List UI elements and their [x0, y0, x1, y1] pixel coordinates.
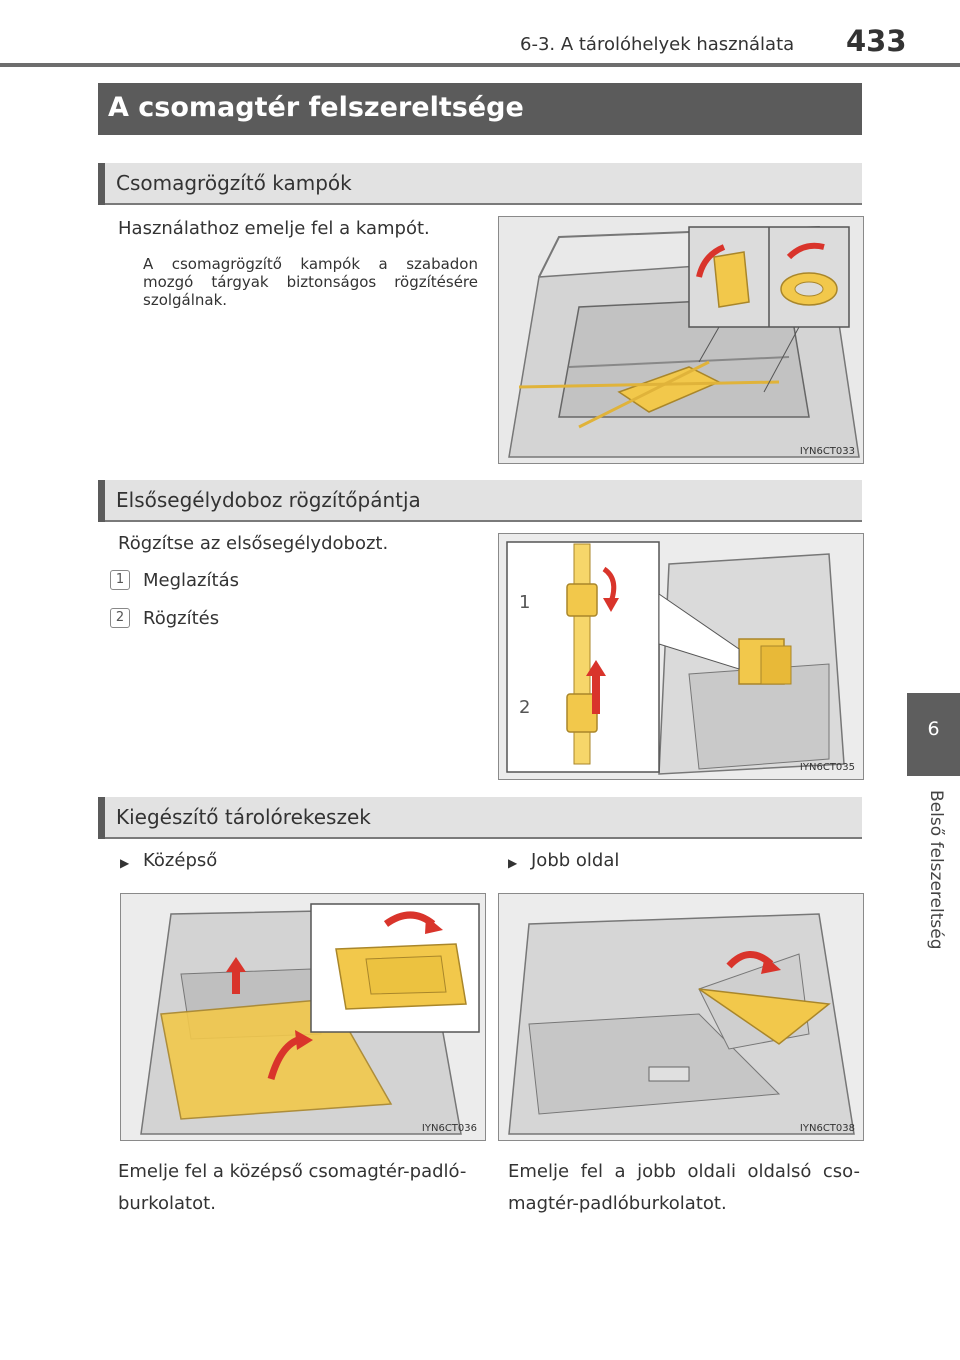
bullet-triangle-icon: ▶	[508, 856, 518, 870]
figure-code-hooks: IYN6CT033	[799, 446, 855, 457]
strap-instruction: Rögzítse az elsősegélydobozt.	[118, 533, 389, 554]
figure-code-center: IYN6CT036	[421, 1123, 477, 1134]
step-label-1: Meglazítás	[143, 570, 239, 591]
step-label-2: Rögzítés	[143, 608, 220, 629]
callout-1: 1	[519, 592, 531, 613]
figure-center-compartment: IYN6CT036	[120, 893, 486, 1141]
running-header-section: 6-3. A tárolóhelyek használata	[520, 34, 795, 55]
first-aid-strap-illustration	[499, 534, 863, 779]
main-title-bar: A csomagtér felszereltsége	[98, 83, 862, 135]
page-number: 433	[846, 24, 907, 58]
chapter-title: Belső felszereltség	[926, 790, 946, 950]
compartment-right-heading: Jobb oldal	[531, 850, 620, 871]
chapter-number: 6	[927, 718, 940, 740]
section-title-bar-compartments: Kiegészítő tárolórekeszek	[98, 797, 862, 839]
hooks-note: A csomagrögzítő kampók a szabadon mozgó …	[143, 255, 478, 309]
section-title-bar-strap: Elsősegélydoboz rögzítőpántja	[98, 480, 862, 522]
section-title-bar-hooks: Csomagrögzítő kampók	[98, 163, 862, 205]
section-title-compartments: Kiegészítő tárolórekeszek	[116, 805, 371, 829]
right-compartment-illustration	[499, 894, 863, 1140]
section-title-hooks: Csomagrögzítő kampók	[116, 171, 352, 195]
figure-first-aid-strap: 1 2 IYN6CT035	[498, 533, 864, 780]
center-compartment-illustration	[121, 894, 485, 1140]
bullet-triangle-icon: ▶	[120, 856, 130, 870]
step-badge-2: 2	[110, 608, 130, 628]
section-title-strap: Elsősegélydoboz rögzítőpántja	[116, 488, 421, 512]
main-title: A csomagtér felszereltsége	[108, 92, 524, 123]
callout-2: 2	[519, 697, 531, 718]
compartment-left-heading: Középső	[143, 850, 218, 871]
figure-code-right: IYN6CT038	[799, 1123, 855, 1134]
caption-right-compartment: Emelje fel a jobb oldali oldalsó cso-mag…	[508, 1161, 860, 1214]
caption-center-compartment: Emelje fel a középső csomagtér-padló-bur…	[118, 1161, 467, 1214]
chapter-tab	[907, 693, 960, 776]
figure-right-compartment: IYN6CT038	[498, 893, 864, 1141]
step-badge-1: 1	[110, 570, 130, 590]
header-rule	[0, 63, 960, 67]
figure-cargo-hooks: IYN6CT033	[498, 216, 864, 464]
figure-code-strap: IYN6CT035	[799, 762, 855, 773]
hooks-instruction: Használathoz emelje fel a kampót.	[118, 218, 430, 239]
cargo-hooks-illustration	[499, 217, 863, 463]
